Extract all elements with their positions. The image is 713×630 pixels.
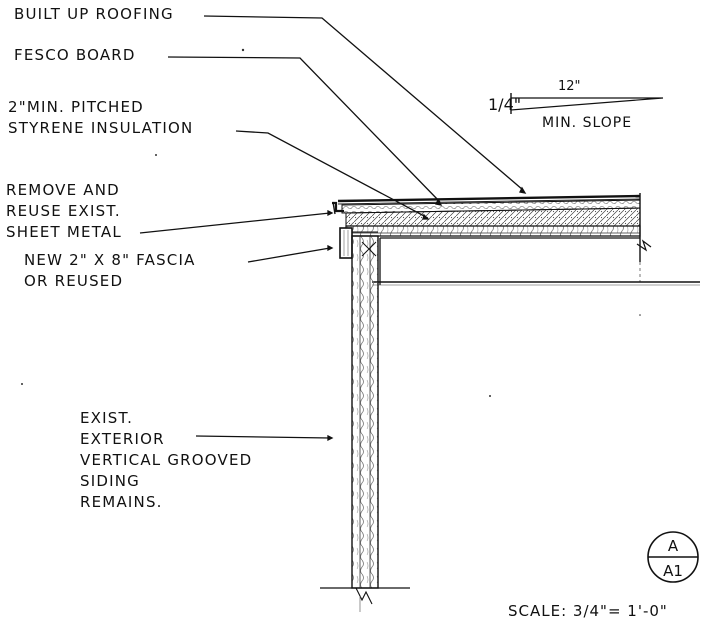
label-fesco-board: FESCO BOARD	[14, 46, 136, 64]
fascia-board	[339, 227, 353, 259]
slope-caption: MIN. SLOPE	[542, 115, 632, 131]
leader-fascia	[247, 247, 331, 263]
slope-indicator: 12" 1/4" MIN. SLOPE	[488, 79, 664, 131]
slope-rise-label: 1/4"	[488, 95, 521, 114]
label-sheet-metal: REMOVE AND REUSE EXIST. SHEET METAL	[6, 181, 122, 241]
roof-assembly	[337, 193, 700, 286]
eave-edge	[332, 201, 353, 259]
paper-specks	[21, 48, 641, 397]
leader-built-up-roofing	[203, 15, 524, 191]
leader-lines	[139, 15, 527, 442]
roof-deck	[345, 225, 641, 237]
break-mark-roof	[636, 239, 652, 252]
label-built-up-roofing: BUILT UP ROOFING	[14, 5, 174, 23]
wall-siding	[351, 235, 379, 589]
label-siding: EXIST. EXTERIOR VERTICAL GROOVED SIDING …	[80, 409, 253, 511]
sheet-metal-flashing	[332, 201, 344, 213]
detail-number: A	[668, 537, 679, 555]
leader-siding	[195, 435, 331, 439]
leader-sheet-metal	[139, 212, 331, 234]
leader-insulation	[235, 130, 427, 218]
break-mark-wall	[355, 587, 373, 605]
label-fascia: NEW 2" X 8" FASCIA OR REUSED	[24, 251, 196, 290]
scale-note: SCALE: 3/4"= 1'-0"	[508, 602, 668, 620]
slope-run-label: 12"	[558, 79, 581, 94]
detail-tag: A A1	[647, 531, 699, 583]
exterior-wall	[320, 231, 410, 612]
label-insulation: 2"MIN. PITCHED STYRENE INSULATION	[8, 98, 194, 137]
built-up-roofing-layer	[337, 194, 641, 203]
leader-fesco-board	[167, 56, 441, 203]
detail-sheet: A1	[663, 562, 683, 580]
